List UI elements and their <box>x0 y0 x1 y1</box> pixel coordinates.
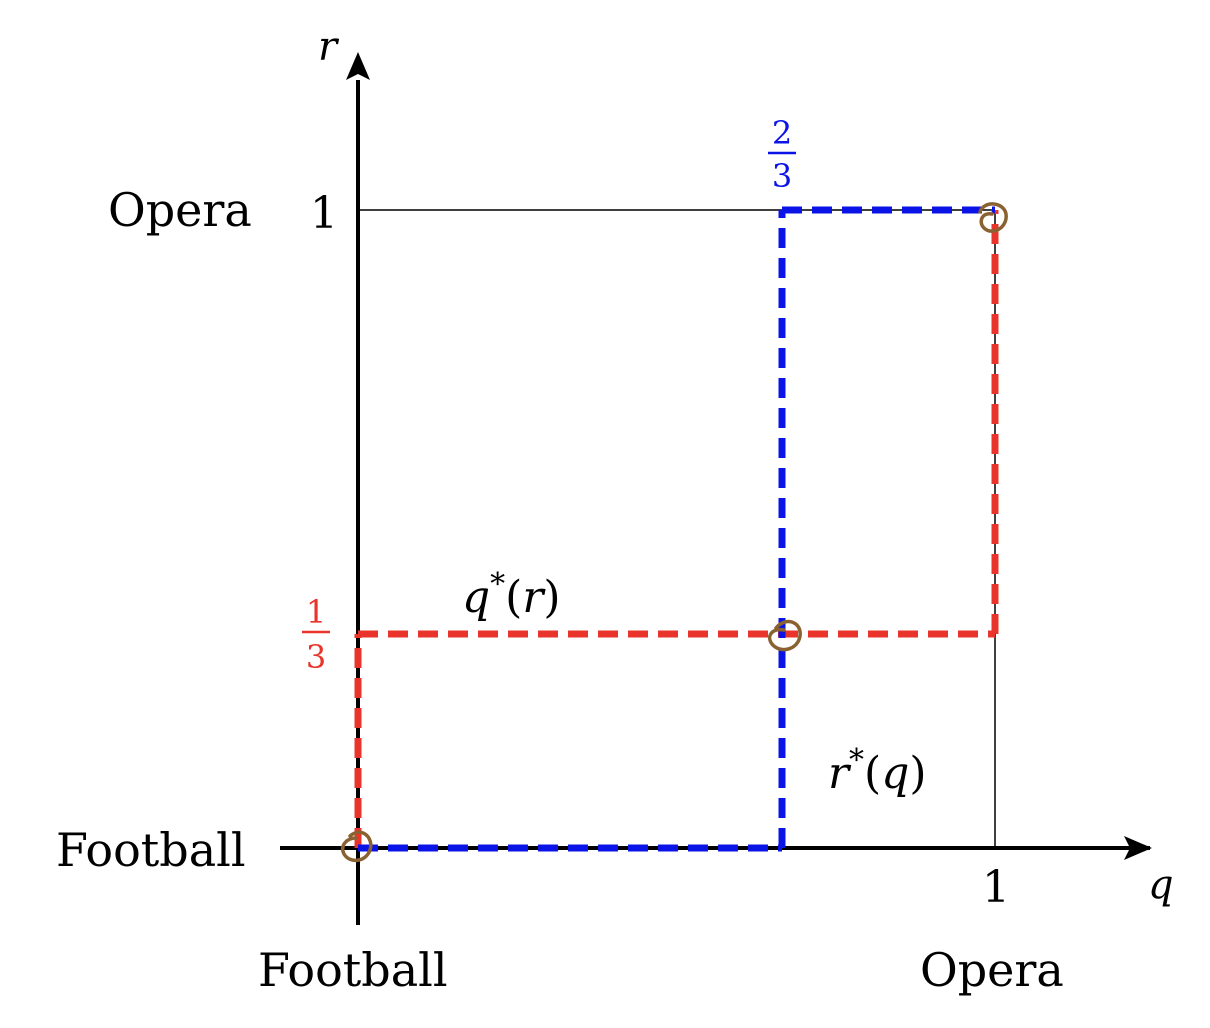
r-star-arg: q <box>881 748 909 799</box>
red-fraction-label: 1 3 <box>302 593 330 676</box>
r-star-curve <box>358 206 995 852</box>
r-star-sup: * <box>849 743 864 778</box>
x-right-label: Opera <box>920 943 1064 997</box>
blue-fraction-label: 2 3 <box>768 114 796 195</box>
r-star-open: ( <box>864 748 881 799</box>
x-left-label: Football <box>258 943 448 997</box>
x-tick-one: 1 <box>982 862 1010 913</box>
equilibrium-circle-mixed <box>767 619 802 652</box>
blue-fraction-numerator: 2 <box>772 114 792 152</box>
equilibrium-circle-football <box>341 830 373 863</box>
q-star-open: ( <box>505 572 522 623</box>
y-axis-name: r <box>318 24 340 70</box>
y-bottom-label: Football <box>56 823 246 877</box>
x-axis-arrowhead <box>1124 836 1152 860</box>
equilibrium-circle-opera <box>978 202 1008 233</box>
q-star-close: ) <box>543 572 560 623</box>
red-fraction-numerator: 1 <box>306 593 326 631</box>
r-star-base: r <box>828 748 852 799</box>
y-axis-arrowhead <box>346 52 370 80</box>
q-star-sup: * <box>490 567 505 602</box>
y-top-label: Opera <box>108 183 252 237</box>
y-tick-one: 1 <box>310 188 338 239</box>
q-star-curve <box>354 210 999 848</box>
q-star-base: q <box>462 572 490 623</box>
equilibrium-markers <box>341 202 1008 863</box>
blue-fraction-denominator: 3 <box>772 157 792 195</box>
red-fraction-denominator: 3 <box>306 638 326 676</box>
q-star-label: q*(r) <box>462 567 561 623</box>
r-star-close: ) <box>909 748 926 799</box>
x-axis-name: q <box>1148 862 1174 908</box>
r-star-label: r*(q) <box>828 743 927 799</box>
q-star-arg: r <box>522 572 546 623</box>
